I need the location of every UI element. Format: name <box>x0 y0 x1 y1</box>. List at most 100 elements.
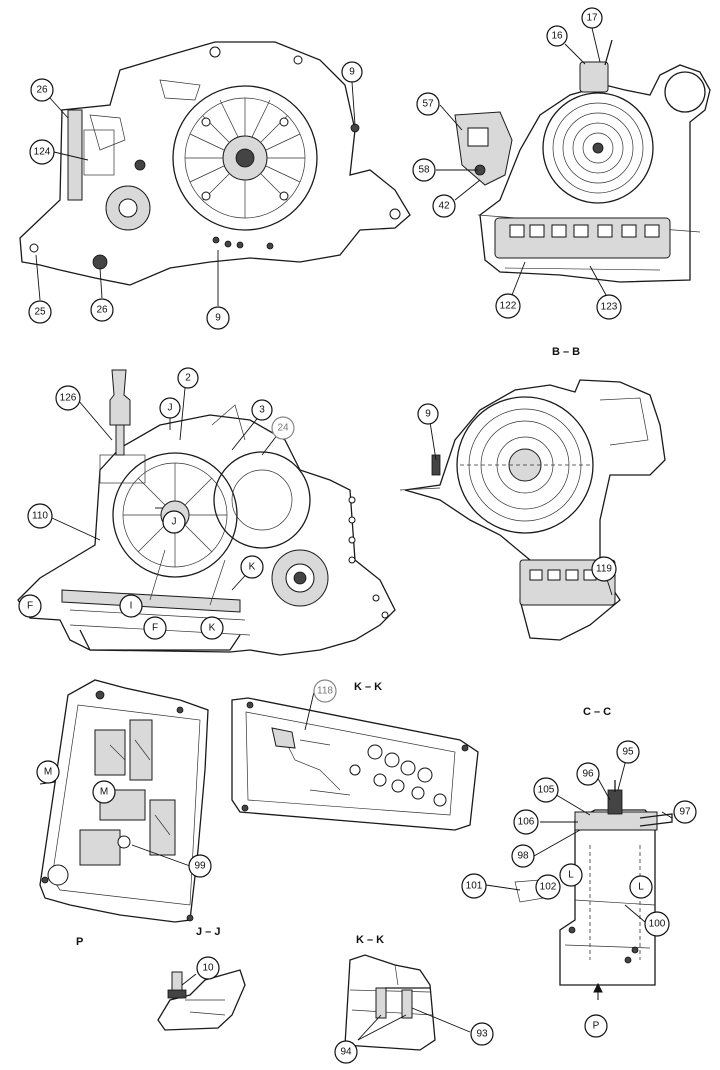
bb-side-view <box>454 39 711 283</box>
svg-text:L: L <box>568 870 574 881</box>
callout-9-bb: 9 <box>417 403 439 425</box>
section-label-kk-top: K – K <box>354 681 382 693</box>
svg-text:101: 101 <box>466 881 483 892</box>
callout-58: 58 <box>412 158 436 182</box>
callout-122: 122 <box>495 293 521 319</box>
callout-126: 126 <box>55 385 81 411</box>
callout-118: 118 <box>313 679 337 703</box>
callout-95: 95 <box>616 740 640 764</box>
callout-24: 24 <box>271 416 295 440</box>
svg-text:F: F <box>27 601 33 612</box>
svg-text:K: K <box>249 562 256 573</box>
svg-text:K: K <box>209 623 216 634</box>
callout-3: 3 <box>251 399 273 421</box>
svg-text:24: 24 <box>277 423 289 434</box>
callout-2: 2 <box>177 367 199 389</box>
svg-text:3: 3 <box>259 405 265 416</box>
svg-text:123: 123 <box>601 302 618 313</box>
svg-text:106: 106 <box>518 817 535 828</box>
bell-housing-view <box>399 379 666 641</box>
callout-110: 110 <box>27 503 53 529</box>
svg-text:94: 94 <box>340 1047 352 1058</box>
callout-I: I <box>119 594 143 618</box>
section-label-p: P <box>76 936 83 948</box>
callout-F-left: F <box>18 594 42 618</box>
svg-text:42: 42 <box>438 201 450 212</box>
svg-text:58: 58 <box>418 165 430 176</box>
svg-text:119: 119 <box>596 564 612 575</box>
cc-view <box>514 780 673 1000</box>
svg-text:26: 26 <box>36 85 48 96</box>
svg-text:I: I <box>130 601 133 612</box>
svg-text:9: 9 <box>215 313 221 324</box>
callout-102: 102 <box>535 874 561 900</box>
callout-99: 99 <box>188 854 212 878</box>
callout-16: 16 <box>546 25 568 47</box>
section-label-kk-bottom: K – K <box>356 934 384 946</box>
callout-93: 93 <box>470 1022 494 1046</box>
callout-25: 25 <box>28 300 52 324</box>
section-label-jj: J – J <box>196 926 220 938</box>
section-label-cc: C – C <box>583 706 611 718</box>
callout-124: 124 <box>29 139 55 165</box>
callout-L-left: L <box>559 863 583 887</box>
svg-text:102: 102 <box>540 882 557 893</box>
svg-text:25: 25 <box>34 307 46 318</box>
jj-detail-view <box>157 969 246 1031</box>
callout-98: 98 <box>511 844 535 868</box>
callout-K-bottom: K <box>200 616 224 640</box>
callouts: 17 16 9 26 124 57 58 42 25 26 9 122 123 … <box>18 7 697 1064</box>
svg-text:26: 26 <box>96 305 108 316</box>
callout-57: 57 <box>416 92 440 116</box>
svg-text:10: 10 <box>202 963 214 974</box>
svg-text:16: 16 <box>551 31 563 42</box>
transaxle-rear-view <box>17 369 396 656</box>
svg-text:95: 95 <box>622 747 634 758</box>
callout-17: 17 <box>581 7 603 29</box>
svg-text:57: 57 <box>422 99 434 110</box>
callout-P: P <box>584 1014 608 1038</box>
p-view-valve-body <box>39 679 209 923</box>
svg-text:9: 9 <box>349 67 355 78</box>
callout-123: 123 <box>596 294 622 320</box>
svg-text:98: 98 <box>517 851 529 862</box>
section-labels: B – B K – K C – C P J – J K – K <box>76 346 611 948</box>
svg-text:126: 126 <box>60 393 77 404</box>
callout-26-bottom: 26 <box>90 298 114 322</box>
svg-text:M: M <box>100 787 108 798</box>
callout-96: 96 <box>576 762 600 786</box>
callout-101: 101 <box>461 873 487 899</box>
svg-text:17: 17 <box>586 13 598 24</box>
section-label-bb: B – B <box>552 346 580 358</box>
svg-text:100: 100 <box>649 919 666 930</box>
callout-9-bottom: 9 <box>206 306 230 330</box>
callout-100: 100 <box>644 911 670 937</box>
callout-J-upper: J <box>159 397 181 419</box>
kk-detail-view <box>344 954 436 1051</box>
svg-text:M: M <box>44 767 52 778</box>
svg-text:F: F <box>152 623 158 634</box>
callout-J-lower: J <box>162 510 186 534</box>
callout-L-right: L <box>629 875 653 899</box>
svg-text:99: 99 <box>194 861 206 872</box>
leader-lines <box>35 27 673 1041</box>
callout-26-top: 26 <box>30 78 54 102</box>
svg-text:110: 110 <box>32 511 48 522</box>
svg-text:93: 93 <box>476 1029 488 1040</box>
callout-105: 105 <box>533 777 559 803</box>
svg-text:L: L <box>638 882 644 893</box>
callout-97: 97 <box>673 800 697 824</box>
callout-9-top: 9 <box>341 61 363 83</box>
callout-94: 94 <box>334 1040 358 1064</box>
svg-text:122: 122 <box>500 301 517 312</box>
svg-text:9: 9 <box>425 409 431 420</box>
svg-text:96: 96 <box>582 769 594 780</box>
svg-text:124: 124 <box>34 147 51 158</box>
callout-106: 106 <box>513 809 539 835</box>
callout-10: 10 <box>196 956 220 980</box>
transaxle-front-view <box>19 41 411 286</box>
callout-M-inner: M <box>92 780 116 804</box>
svg-text:J: J <box>168 403 173 414</box>
kk-top-view <box>231 697 479 831</box>
callout-119: 119 <box>591 556 617 582</box>
